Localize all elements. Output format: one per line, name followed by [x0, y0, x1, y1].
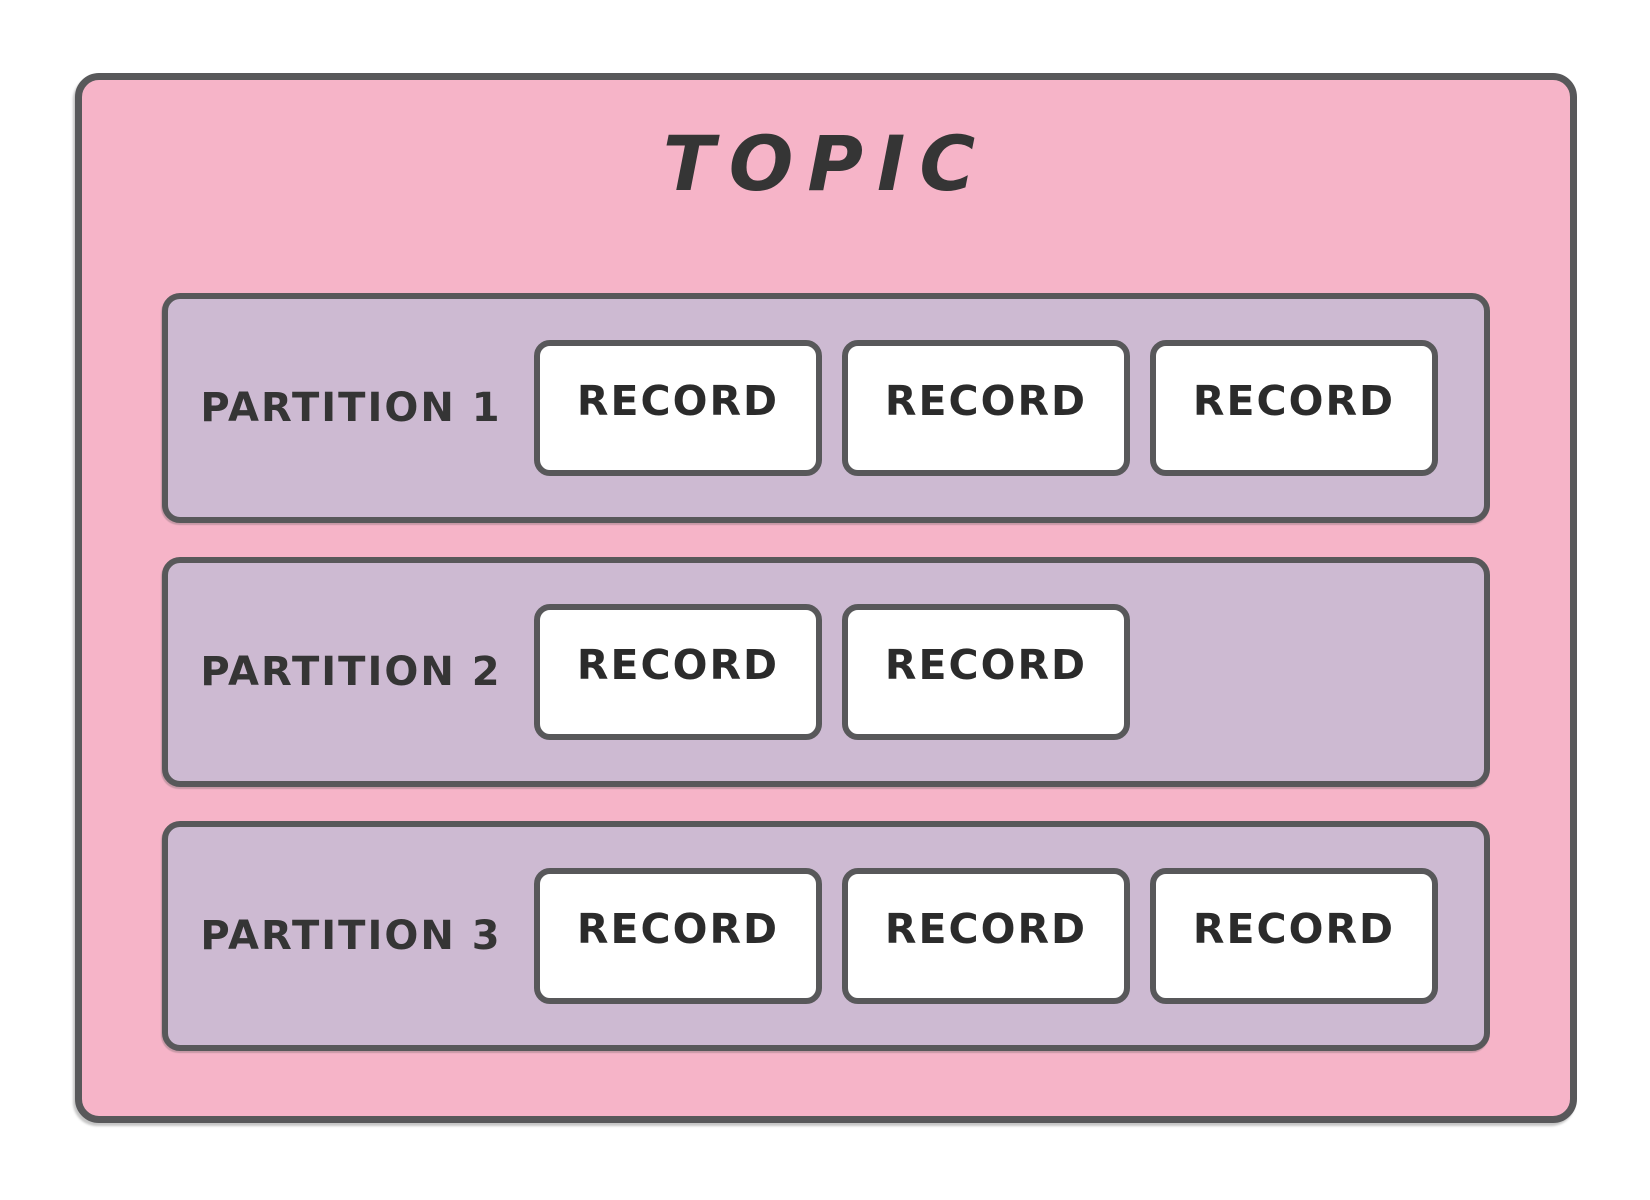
topic-title: TOPIC — [662, 119, 990, 208]
partitions-list: PARTITION 1 RECORD RECORD RECORD PARTITI… — [162, 293, 1490, 1051]
record-box: RECORD — [1150, 340, 1438, 476]
record-box: RECORD — [842, 604, 1130, 740]
partition-1: PARTITION 1 RECORD RECORD RECORD — [162, 293, 1490, 523]
record-box: RECORD — [534, 604, 822, 740]
partition-label: PARTITION 2 — [200, 649, 502, 695]
records-row: RECORD RECORD — [534, 604, 1130, 740]
record-box: RECORD — [1150, 868, 1438, 1004]
record-box: RECORD — [534, 868, 822, 1004]
partition-label: PARTITION 1 — [200, 385, 502, 431]
partition-2: PARTITION 2 RECORD RECORD — [162, 557, 1490, 787]
topic-container: TOPIC PARTITION 1 RECORD RECORD RECORD P… — [75, 73, 1577, 1123]
record-box: RECORD — [842, 868, 1130, 1004]
record-box: RECORD — [534, 340, 822, 476]
record-box: RECORD — [842, 340, 1130, 476]
records-row: RECORD RECORD RECORD — [534, 868, 1438, 1004]
partition-3: PARTITION 3 RECORD RECORD RECORD — [162, 821, 1490, 1051]
partition-label: PARTITION 3 — [200, 913, 502, 959]
records-row: RECORD RECORD RECORD — [534, 340, 1438, 476]
